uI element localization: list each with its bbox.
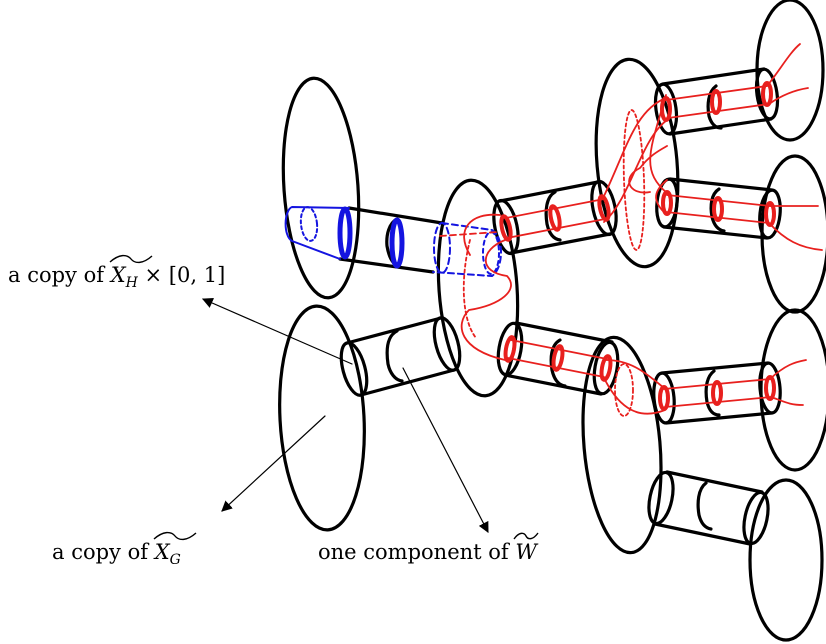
space-ellipse-lower-mid	[581, 335, 663, 555]
cylinder-lower-left	[339, 316, 462, 397]
cylinder-right-1	[653, 67, 780, 136]
label-copy-of-xh: a copy of XH × [0, 1]	[8, 254, 226, 292]
arrow-to-xh-label	[202, 297, 353, 365]
space-ellipse-right-4	[748, 478, 824, 642]
label-xg-prefix: a copy of	[52, 540, 155, 564]
arrow-to-xg-label	[221, 415, 326, 512]
space-ellipse-center	[436, 178, 520, 398]
tilde-mark	[513, 532, 539, 540]
label-w-prefix: one component of	[318, 540, 516, 564]
label-xg-base: X	[154, 540, 170, 564]
tilde-mark	[109, 254, 153, 264]
label-component-of-w: one component of W	[318, 532, 539, 564]
cylinder-right-3	[652, 361, 782, 425]
cylinder-lower-mid	[496, 321, 620, 396]
label-copy-of-xg: a copy of XG	[52, 531, 197, 569]
cylinder-right-2	[655, 177, 782, 240]
red-lifted-paths	[439, 43, 823, 417]
label-xg-sub: G	[169, 552, 181, 569]
arrow-to-w-label	[402, 367, 489, 533]
space-ellipse-upper-mid	[594, 57, 680, 269]
label-w-base: W	[515, 540, 537, 564]
tilde-mark	[153, 531, 197, 541]
space-ellipse-left-top	[281, 76, 361, 300]
label-w-tilde-group: W	[513, 532, 539, 564]
label-xh-tilde-group: XH	[109, 254, 153, 292]
cylinder-upper-mid	[492, 179, 618, 256]
space-ellipse-left-bottom	[278, 304, 366, 532]
cylinder-bottom	[647, 470, 770, 546]
pointer-arrows	[202, 297, 489, 533]
space-ellipse-right-3	[759, 308, 826, 472]
label-xh-suffix: × [0, 1]	[137, 263, 226, 287]
space-ellipse-right-2	[760, 154, 826, 314]
label-xh-sub: H	[125, 275, 138, 292]
label-xh-base: X	[110, 263, 126, 287]
label-xg-tilde-group: XG	[153, 531, 197, 569]
label-xh-prefix: a copy of	[8, 263, 111, 287]
